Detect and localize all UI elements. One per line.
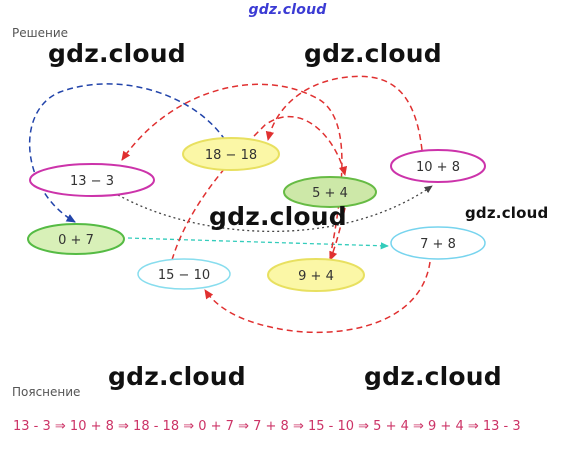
- watermark: gdz.cloud: [108, 362, 246, 391]
- svg-text:9 + 4: 9 + 4: [298, 269, 334, 284]
- node-10-8: 10 + 8: [390, 149, 486, 183]
- node-15-10: 15 − 10: [137, 258, 231, 290]
- watermark: gdz.cloud: [304, 39, 442, 68]
- arrow-9-4-to-13-3: [121, 83, 343, 259]
- node-5-4: 5 + 4: [283, 176, 377, 208]
- watermark: gdz.cloud: [364, 362, 502, 391]
- watermark: gdz.cloud: [209, 202, 347, 231]
- node-18-18: 18 − 18: [182, 137, 280, 171]
- arrow-10-8-to-18-18: [265, 75, 423, 151]
- site-title: gdz.cloud: [248, 2, 327, 18]
- explanation-label: Пояснение: [12, 385, 81, 399]
- node-9-4: 9 + 4: [267, 258, 365, 292]
- node-7-8: 7 + 8: [390, 226, 486, 260]
- arrow-15-10-to-5-4: [171, 115, 348, 261]
- watermark: gdz.cloud: [48, 39, 186, 68]
- explanation-text: 13 - 3 ⇒ 10 + 8 ⇒ 18 - 18 ⇒ 0 + 7 ⇒ 7 + …: [13, 419, 521, 434]
- arrow-7-8-to-15-10: [204, 261, 431, 334]
- svg-text:10 + 8: 10 + 8: [416, 160, 460, 175]
- svg-text:15 − 10: 15 − 10: [158, 268, 210, 283]
- node-13-3: 13 − 3: [29, 163, 155, 197]
- node-0-7: 0 + 7: [27, 223, 125, 255]
- svg-text:5 + 4: 5 + 4: [312, 186, 348, 201]
- svg-text:0 + 7: 0 + 7: [58, 233, 94, 248]
- arrow-0-7-to-7-8: [127, 237, 389, 250]
- svg-text:18 − 18: 18 − 18: [205, 148, 257, 163]
- solution-label: Решение: [12, 26, 69, 40]
- watermark: gdz.cloud: [465, 204, 549, 222]
- svg-text:13 − 3: 13 − 3: [70, 174, 114, 189]
- svg-text:7 + 8: 7 + 8: [420, 237, 456, 252]
- arrow-5-4-to-9-4: [329, 207, 346, 261]
